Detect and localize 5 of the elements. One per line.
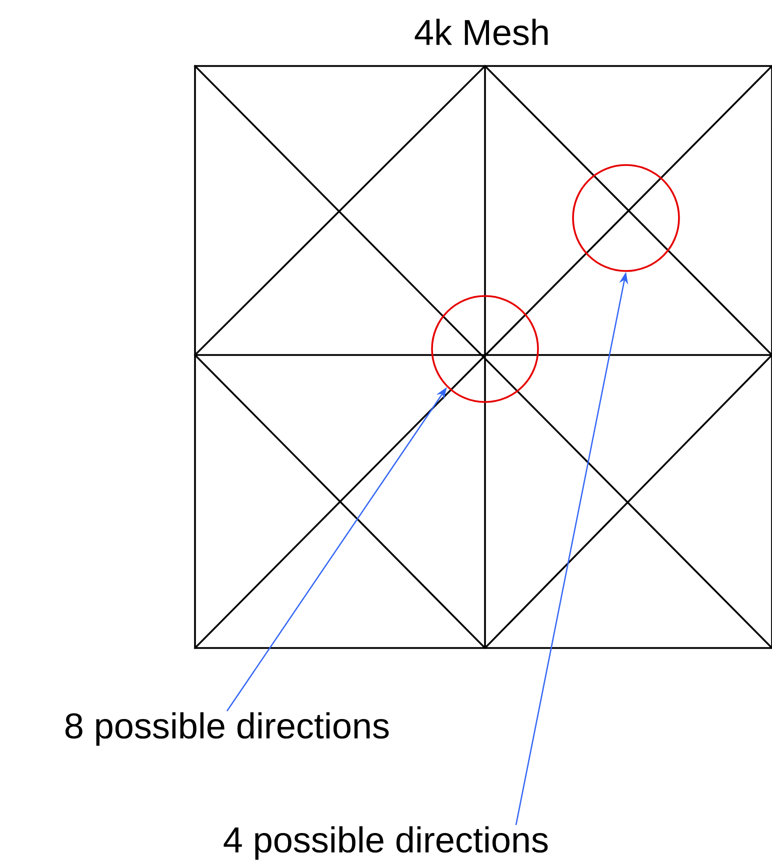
annotation-text: 4 possible directions <box>224 826 548 860</box>
circle-marker <box>431 295 539 403</box>
annotation-text: 8 possible directions <box>65 712 389 746</box>
title: 4k Mesh <box>414 18 548 46</box>
circle-marker <box>572 164 680 272</box>
